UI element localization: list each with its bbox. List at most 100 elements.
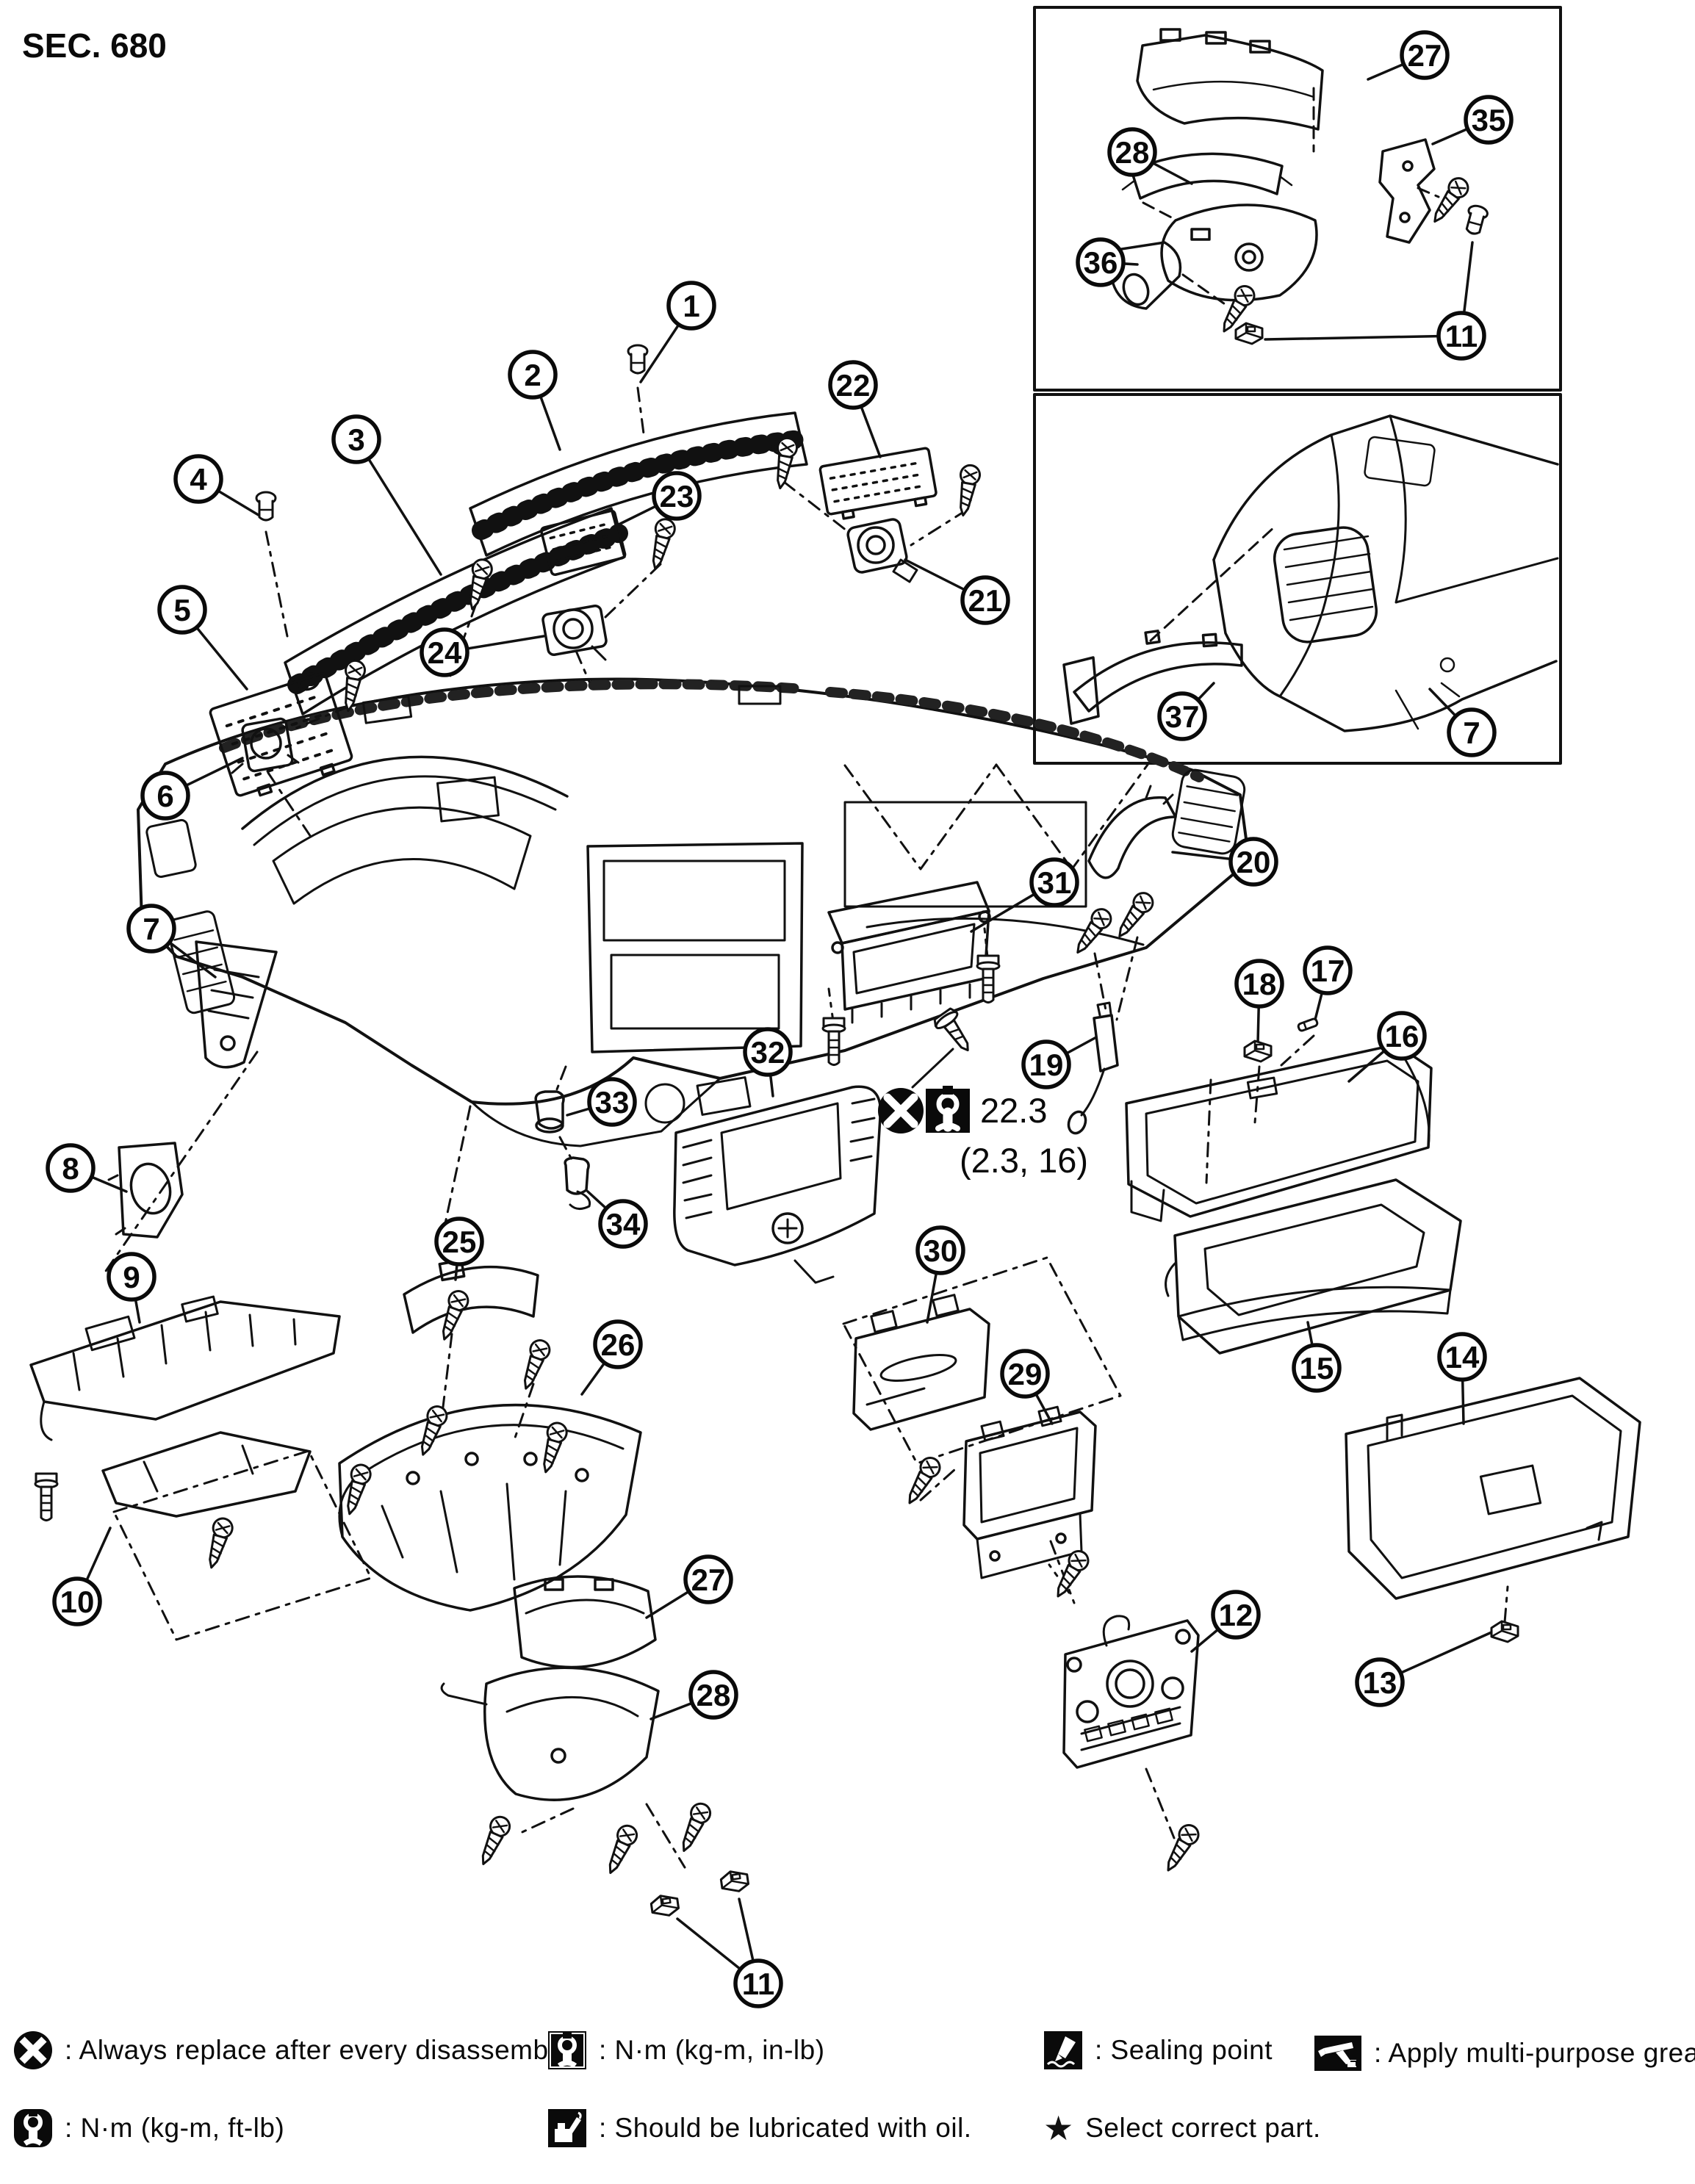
part-lower-duct xyxy=(1112,241,1182,310)
callout-number: 26 xyxy=(601,1327,636,1362)
callout-17: 17 xyxy=(1303,945,1353,995)
part-side-vent-bezel-lh xyxy=(107,1142,184,1239)
callout-number: 13 xyxy=(1363,1665,1397,1700)
oil-can-icon xyxy=(548,2109,586,2147)
callout-number: 6 xyxy=(156,779,173,813)
callout-number: 20 xyxy=(1237,845,1271,879)
callout-number: 18 xyxy=(1242,967,1277,1001)
callout-30: 30 xyxy=(915,1225,965,1275)
part-column-cover-lower xyxy=(440,1666,660,1801)
inset-box-steering-covers xyxy=(1033,6,1562,392)
callout-circle xyxy=(1076,237,1126,287)
callout-circle xyxy=(598,1199,648,1249)
screw-fastener-icon xyxy=(1118,892,1154,938)
grease-gun-icon xyxy=(1314,2036,1361,2071)
legend-label: : Apply multi-purpose grease. xyxy=(1374,2038,1695,2068)
callout-25: 25 xyxy=(434,1217,484,1266)
part-speaker-grille-lh xyxy=(209,672,353,797)
legend-label: : Always replace after every disassembly… xyxy=(65,2035,575,2065)
legend-torque-inlb: : N·m (kg-m, in-lb) xyxy=(547,2029,825,2072)
callout-circle xyxy=(587,1077,637,1127)
dash-line xyxy=(1181,273,1228,307)
part-passenger-airbag xyxy=(827,881,991,1024)
callout-circle xyxy=(1464,95,1514,145)
leader-line-3 xyxy=(355,438,442,576)
screw-fastener-icon xyxy=(908,1456,941,1504)
screw-fastener-icon xyxy=(652,518,676,570)
clip-fastener-icon xyxy=(1234,322,1264,345)
callout-circle xyxy=(652,471,702,521)
clip-fastener-icon xyxy=(1243,1039,1273,1063)
callout-number: 17 xyxy=(1311,954,1345,988)
callout-number: 11 xyxy=(1445,319,1478,353)
screw-fastener-icon xyxy=(777,436,799,490)
screw-fastener-icon xyxy=(1057,1549,1090,1598)
legend-sealing-point: : Sealing point xyxy=(1043,2029,1273,2072)
callout-circle xyxy=(1234,959,1284,1009)
callout-circle xyxy=(1400,30,1450,80)
dash-line xyxy=(1149,525,1277,642)
part-tweeter-center xyxy=(541,604,608,661)
callout-11: 11 xyxy=(733,1958,783,2008)
part-side-bracket xyxy=(1378,138,1436,244)
screw-fastener-icon xyxy=(960,464,982,517)
part-ip-corner-section xyxy=(1212,414,1559,732)
callout-circle xyxy=(1211,1590,1261,1640)
callout-3: 3 xyxy=(331,414,381,464)
callout-number: 23 xyxy=(660,479,694,513)
left-parts xyxy=(29,940,341,1518)
callout-34: 34 xyxy=(598,1199,648,1249)
star-icon: ★ xyxy=(1043,2109,1074,2147)
screw-fastener-icon xyxy=(682,1802,712,1852)
part-meter-bushing-upper xyxy=(534,1090,565,1134)
callout-number: 16 xyxy=(1385,1019,1419,1053)
callout-circle xyxy=(1029,857,1079,907)
callout-1: 1 xyxy=(666,281,716,331)
callout-33: 33 xyxy=(587,1077,637,1127)
callout-number: 1 xyxy=(683,289,699,323)
part-column-cover-upper xyxy=(513,1575,657,1669)
callout-circle xyxy=(173,454,223,504)
inset-box-side-trim xyxy=(1033,393,1562,765)
callout-circle xyxy=(1303,945,1353,995)
circle-x-icon xyxy=(14,2031,52,2069)
callout-circle xyxy=(52,1576,102,1626)
part-cluster-hood-lower xyxy=(1121,152,1293,200)
clip-fastener-icon xyxy=(719,1870,750,1892)
callout-circle xyxy=(743,1027,793,1077)
wrench-square-icon xyxy=(548,2031,586,2069)
callout-37: 37 xyxy=(1157,691,1207,741)
callout-number: 3 xyxy=(348,422,364,457)
callout-circle xyxy=(1292,1343,1342,1393)
callout-circle xyxy=(1000,1349,1050,1399)
screw-fastener-icon xyxy=(347,1463,372,1516)
callout-29: 29 xyxy=(1000,1349,1050,1399)
callout-number: 15 xyxy=(1300,1351,1334,1385)
callout-number: 14 xyxy=(1445,1340,1480,1374)
callout-number: 8 xyxy=(62,1151,79,1186)
part-tweeter-bracket-lh xyxy=(231,717,300,774)
callout-circle xyxy=(688,1670,738,1720)
part-defroster-grille-rh xyxy=(469,411,809,557)
section-title: SEC. 680 xyxy=(22,26,167,65)
legend-torque-ftlb: : N·m (kg-m, ft-lb) xyxy=(13,2107,284,2149)
callout-number: 31 xyxy=(1037,865,1072,900)
screw-fastener-icon xyxy=(543,1421,568,1474)
callout-number: 29 xyxy=(1008,1357,1043,1391)
callout-16: 16 xyxy=(1377,1011,1427,1061)
part-tweeter-rh xyxy=(846,518,918,583)
callout-circle xyxy=(1107,127,1157,177)
screw-fastener-icon xyxy=(345,659,367,713)
callout-circle xyxy=(1228,837,1278,887)
callout-circle xyxy=(828,360,878,410)
callout-26: 26 xyxy=(593,1319,643,1369)
inset1-parts xyxy=(1112,28,1440,310)
callout-number: 2 xyxy=(524,358,541,392)
callout-number: 36 xyxy=(1084,245,1118,280)
callout-2: 2 xyxy=(508,350,558,400)
legend-grease: : Apply multi-purpose grease. xyxy=(1314,2032,1695,2075)
callout-number: 27 xyxy=(1408,38,1442,73)
callout-circle xyxy=(683,1554,733,1604)
callout-number: 9 xyxy=(123,1260,140,1294)
